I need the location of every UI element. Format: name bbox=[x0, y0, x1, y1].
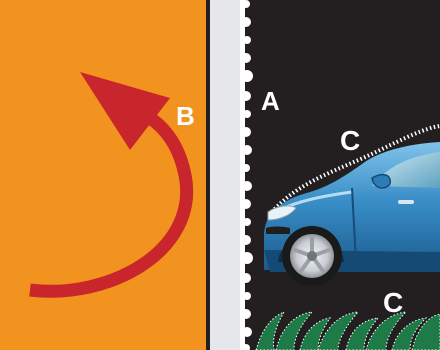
label-c-top: C bbox=[340, 125, 360, 156]
label-a: A bbox=[261, 86, 280, 116]
label-c-bottom: C bbox=[383, 287, 403, 318]
label-b: B bbox=[176, 101, 195, 131]
panel-divider-line bbox=[206, 0, 210, 350]
orange-panel bbox=[0, 0, 206, 350]
divider-strip bbox=[210, 0, 240, 350]
